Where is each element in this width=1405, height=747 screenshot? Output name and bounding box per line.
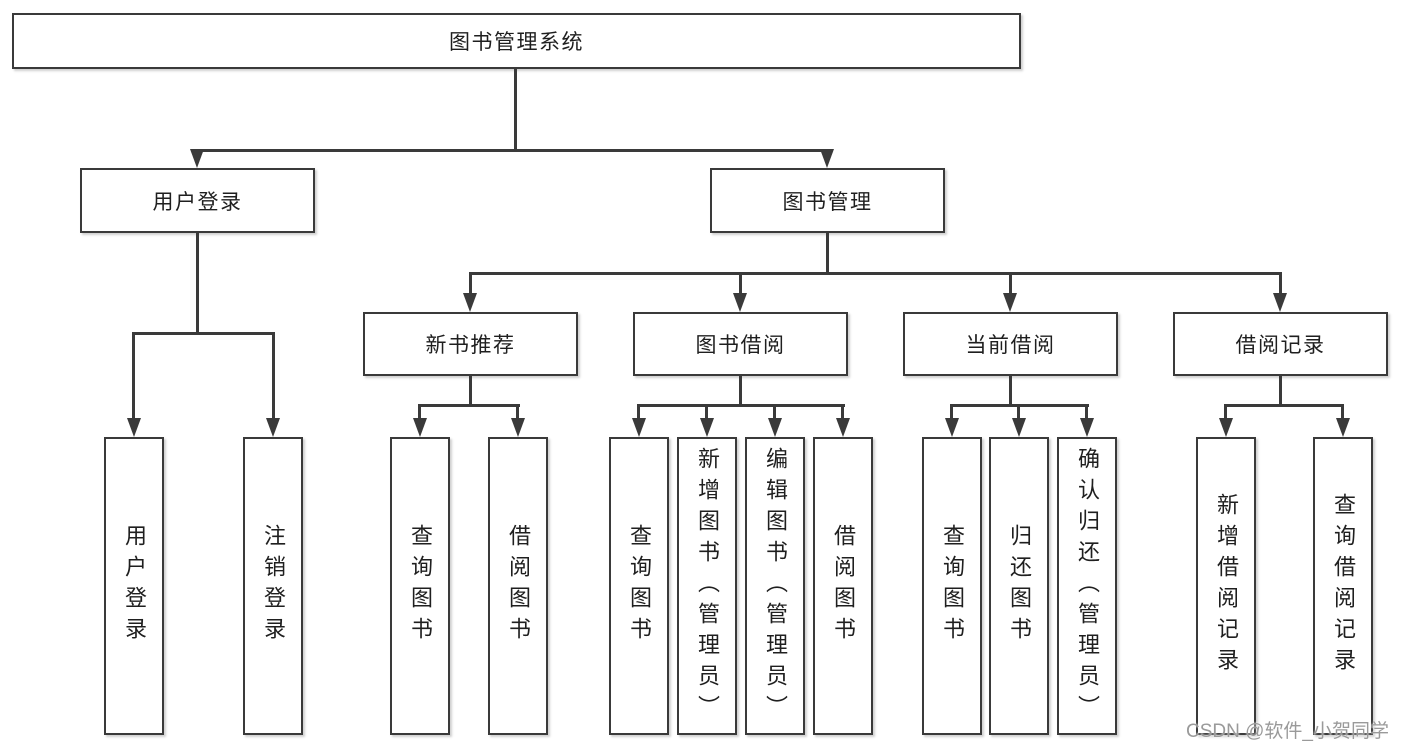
node-label: 借阅图书 — [831, 524, 856, 648]
connector-line — [1279, 376, 1282, 406]
node-leaf-borrow-book: 借阅图书 — [813, 437, 873, 735]
node-label: 注销登录 — [261, 524, 286, 648]
connector-line — [272, 335, 275, 418]
connector-line — [1017, 407, 1020, 418]
node-label: 归还图书 — [1007, 524, 1032, 648]
node-label: 确认归还（管理员） — [1075, 446, 1100, 726]
node-label: 图书管理 — [782, 190, 873, 214]
arrow-down-icon — [413, 418, 427, 437]
node-label: 查询借阅记录 — [1331, 493, 1356, 679]
node-leaf-return-book: 归还图书 — [989, 437, 1049, 735]
node-label: 当前借阅 — [965, 334, 1056, 357]
arrow-down-icon — [632, 418, 646, 437]
connector-line — [637, 407, 640, 418]
arrow-down-icon — [1219, 418, 1233, 437]
connector-line — [739, 376, 742, 406]
arrow-down-icon — [1012, 418, 1026, 437]
node-label: 查询图书 — [408, 524, 433, 648]
connector-line — [1224, 404, 1344, 407]
connector-line — [826, 233, 829, 275]
node-leaf-user-login: 用户登录 — [104, 437, 164, 735]
arrow-down-icon — [1273, 293, 1287, 312]
node-label: 查询图书 — [940, 524, 965, 648]
arrow-down-icon — [820, 149, 834, 168]
node-label: 编辑图书（管理员） — [763, 446, 788, 726]
arrow-down-icon — [700, 418, 714, 437]
connector-line — [1009, 376, 1012, 406]
arrow-down-icon — [1080, 418, 1094, 437]
node-label: 用户登录 — [152, 190, 243, 214]
node-label: 图书管理系统 — [449, 31, 584, 54]
node-leaf-add-book-admin: 新增图书（管理员） — [677, 437, 737, 735]
connector-line — [196, 233, 199, 335]
node-library-management-system: 图书管理系统 — [12, 13, 1021, 69]
node-leaf-logout: 注销登录 — [243, 437, 303, 735]
arrow-down-icon — [768, 418, 782, 437]
connector-line — [841, 407, 844, 418]
arrow-down-icon — [945, 418, 959, 437]
node-label: 新增借阅记录 — [1214, 493, 1239, 679]
node-label: 用户登录 — [122, 524, 147, 648]
node-label: 查询图书 — [627, 524, 652, 648]
connector-line — [950, 404, 1089, 407]
node-leaf-confirm-return-admin: 确认归还（管理员） — [1057, 437, 1117, 735]
node-label: 新书推荐 — [425, 334, 516, 357]
connector-line — [1279, 275, 1282, 293]
connector-line — [773, 407, 776, 418]
connector-line — [418, 404, 520, 407]
node-label: 图书借阅 — [695, 334, 786, 357]
connector-line — [516, 407, 519, 418]
connector-line — [132, 332, 275, 335]
connector-line — [1009, 275, 1012, 293]
node-leaf-query-book-borrow: 查询图书 — [609, 437, 669, 735]
connector-line — [950, 407, 953, 418]
arrow-down-icon — [511, 418, 525, 437]
csdn-watermark: CSDN @软件_小贺同学 — [1186, 721, 1389, 742]
connector-line — [1085, 407, 1088, 418]
node-new-book-recommendation: 新书推荐 — [363, 312, 578, 376]
node-label: 借阅记录 — [1235, 334, 1326, 357]
connector-line — [469, 272, 1282, 275]
arrow-down-icon — [733, 293, 747, 312]
connector-line — [469, 376, 472, 406]
node-label: 新增图书（管理员） — [695, 446, 720, 726]
arrow-down-icon — [190, 149, 204, 168]
connector-line — [1341, 407, 1344, 418]
node-leaf-borrow-book-recommend: 借阅图书 — [488, 437, 548, 735]
arrow-down-icon — [1336, 418, 1350, 437]
node-leaf-query-book-current: 查询图书 — [922, 437, 982, 735]
arrow-down-icon — [266, 418, 280, 437]
arrow-down-icon — [1003, 293, 1017, 312]
node-label: 借阅图书 — [506, 524, 531, 648]
connector-line — [739, 275, 742, 293]
arrow-down-icon — [836, 418, 850, 437]
connector-line — [1224, 407, 1227, 418]
connector-line — [469, 275, 472, 293]
connector-line — [196, 149, 829, 152]
arrow-down-icon — [463, 293, 477, 312]
node-leaf-edit-book-admin: 编辑图书（管理员） — [745, 437, 805, 735]
node-book-borrowing: 图书借阅 — [633, 312, 848, 376]
connector-line — [514, 69, 517, 151]
node-leaf-query-borrow-record: 查询借阅记录 — [1313, 437, 1373, 735]
connector-line — [132, 335, 135, 418]
connector-line — [637, 404, 845, 407]
connector-line — [705, 407, 708, 418]
node-leaf-query-book-recommend: 查询图书 — [390, 437, 450, 735]
node-leaf-add-borrow-record: 新增借阅记录 — [1196, 437, 1256, 735]
node-book-management: 图书管理 — [710, 168, 945, 233]
node-user-login: 用户登录 — [80, 168, 315, 233]
connector-line — [418, 407, 421, 418]
node-current-borrowing: 当前借阅 — [903, 312, 1118, 376]
arrow-down-icon — [127, 418, 141, 437]
node-borrowing-records: 借阅记录 — [1173, 312, 1388, 376]
